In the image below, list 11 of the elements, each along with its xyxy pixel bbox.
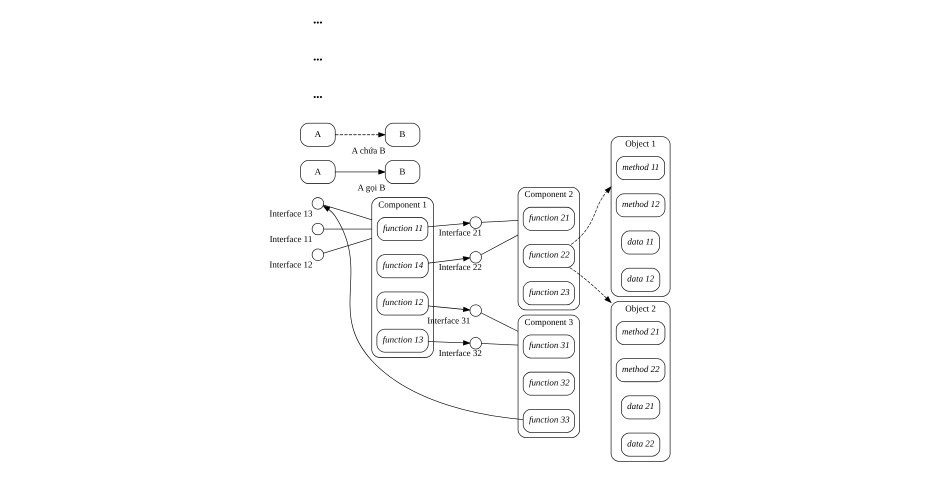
label: •••: [313, 54, 323, 64]
node-label: Interface 32: [438, 348, 482, 358]
node-label: A gọi B: [357, 182, 386, 192]
node-label: Interface 13: [269, 208, 312, 218]
node-label: A chứa B: [352, 144, 386, 155]
node-label: Interface 12: [269, 259, 312, 270]
node-label: Interface 22: [438, 262, 482, 272]
node-label: Interface 21: [438, 227, 482, 238]
node-label: Interface 11: [270, 234, 312, 244]
label: •••: [313, 91, 323, 102]
label: •••: [313, 16, 323, 27]
